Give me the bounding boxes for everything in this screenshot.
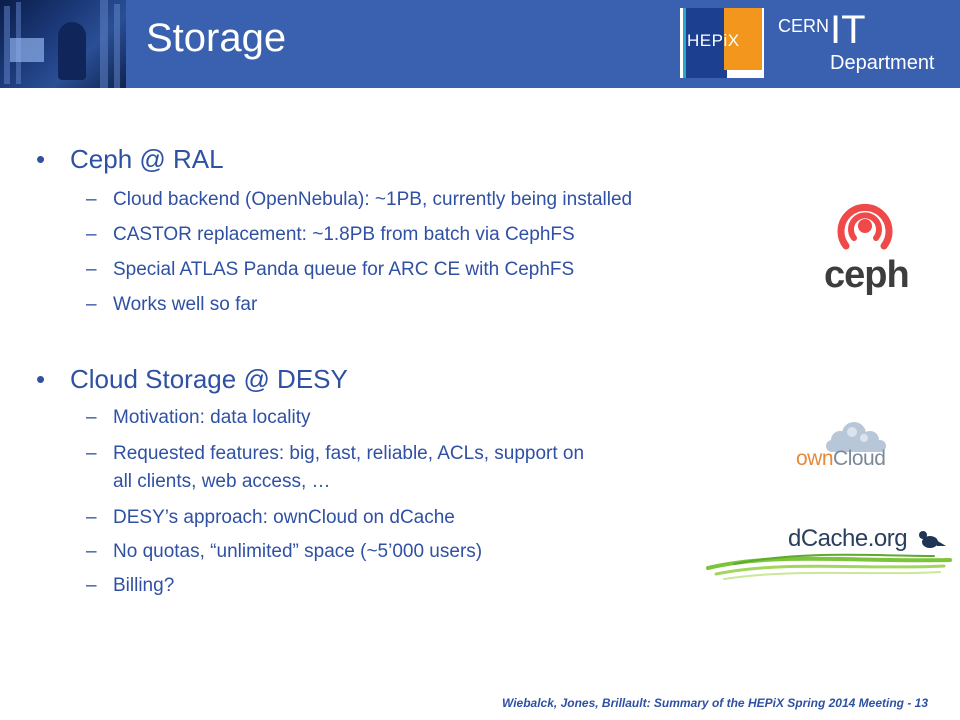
hepix-logo: HEPiX <box>680 8 764 78</box>
cern-logo-department: Department <box>830 52 935 74</box>
header-photo <box>0 0 126 88</box>
cern-it-logo: CERN IT Department <box>774 6 958 82</box>
hepix-logo-text: HEPiX <box>687 31 740 50</box>
ceph-logo-icon <box>837 203 893 250</box>
owncloud-logo-text: ownCloud <box>796 447 886 470</box>
slide-title: Storage <box>146 16 287 60</box>
dcache-logo-text: dCache.org <box>788 525 908 552</box>
dcache-logo-icon <box>706 531 952 580</box>
slide-header: Storage HEPiX CERN IT Department <box>0 0 960 88</box>
ceph-logo-text: ceph <box>824 254 910 296</box>
slide-footer: Wiebalck, Jones, Brillault: Summary of t… <box>501 696 928 710</box>
cern-logo-it: IT <box>830 8 866 52</box>
cern-logo-cern: CERN <box>778 16 830 36</box>
owncloud-logo-icon <box>826 422 886 452</box>
